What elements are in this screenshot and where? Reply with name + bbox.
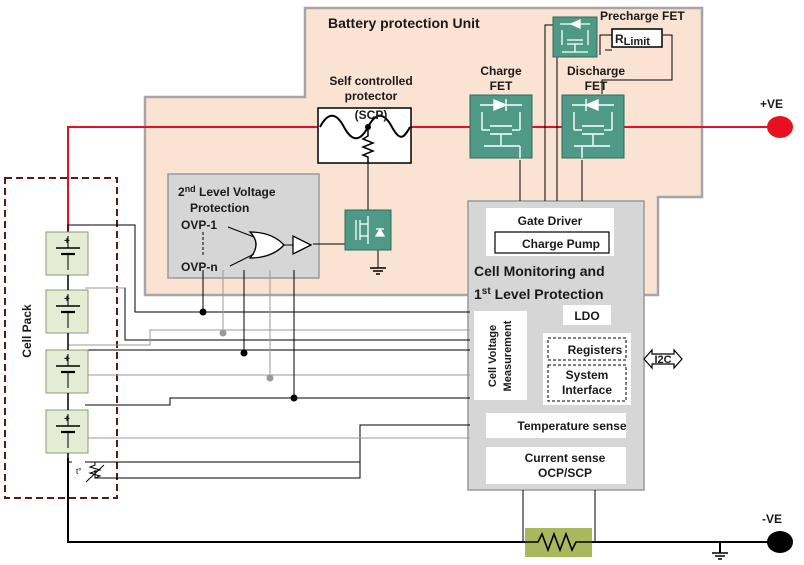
- cell-1: [45, 231, 89, 276]
- i2c-arrow[interactable]: [643, 348, 683, 370]
- monitor-title-line2: 1st Level Protection: [474, 286, 604, 302]
- or-gate: [248, 231, 285, 259]
- ovp-drop-wires-gray: [222, 270, 271, 378]
- sysif-label-line2: Interface: [562, 383, 612, 397]
- current-sense-label-1: Current sense: [525, 451, 606, 465]
- ntc-wiring: [94, 462, 361, 479]
- precharge-fet-symbol: [560, 18, 590, 53]
- scp-label-short: (SCP): [355, 108, 388, 122]
- rlimit-label: RLimit: [615, 32, 650, 48]
- cell-tap-wires-gray: [67, 287, 470, 439]
- ldo-block: [563, 305, 611, 325]
- lvl2-title-line1: 2nd Level Voltage: [178, 184, 276, 199]
- cvm-label-line1: Cell Voltage: [487, 325, 499, 387]
- temp-sense-block: [486, 413, 626, 438]
- monitor-title-line1: Cell Monitoring and: [474, 263, 605, 279]
- cvm-label-line2: Measurement: [502, 320, 514, 391]
- ntc-symbol: t°: [76, 467, 81, 476]
- current-sense-wires: [522, 490, 596, 542]
- scp-label-line2: protector: [345, 89, 398, 103]
- scp-label-line1: Self controlled: [329, 74, 412, 88]
- charge-fet-label-2: FET: [490, 79, 513, 93]
- svg-text:+: +: [64, 294, 70, 305]
- cell-4: [45, 409, 89, 454]
- bpu-title: Battery protection Unit: [328, 15, 480, 31]
- rlimit-resistor: [611, 28, 663, 48]
- sysif-box: [547, 364, 627, 402]
- cell-2: [45, 289, 89, 334]
- buffer: [292, 234, 313, 256]
- cell-plus-signs: + + + +: [64, 236, 70, 425]
- positive-terminal[interactable]: [767, 116, 793, 138]
- current-sense-block: [486, 447, 626, 484]
- current-sense-label-2: OCP/SCP: [538, 466, 592, 480]
- precharge-label: Precharge FET: [600, 9, 685, 23]
- svg-text:+: +: [64, 414, 70, 425]
- scp-fet-symbol: [355, 216, 386, 244]
- i2c-label: I2C: [654, 354, 671, 366]
- registers-label: Registers: [568, 343, 623, 357]
- charge-pump-label: Charge Pump: [522, 237, 600, 251]
- charge-fet-symbol: [480, 98, 522, 158]
- discharge-fet-label-2: FET: [585, 79, 608, 93]
- cell-3: [45, 349, 89, 394]
- negative-terminal-label: -VE: [762, 512, 782, 526]
- ovp1-label: OVP-1: [181, 218, 217, 232]
- charge-fet-label-1: Charge: [480, 64, 522, 78]
- shunt-resistor-symbol: [525, 531, 592, 553]
- discharge-fet-symbol: [572, 98, 614, 158]
- negative-terminal[interactable]: [767, 531, 793, 553]
- scp-node: [365, 124, 371, 130]
- gate-driver-label: Gate Driver: [518, 214, 583, 228]
- ground-symbol: [712, 552, 728, 560]
- ntc-thermistor: [85, 462, 105, 483]
- positive-terminal-label: +VE: [760, 97, 783, 111]
- discharge-fet-label-1: Discharge: [567, 64, 625, 78]
- second-level-protection-box: [167, 173, 320, 279]
- ovp-input-wires: [227, 226, 293, 267]
- cell-pack-label: Cell Pack: [20, 304, 34, 358]
- svg-text:+: +: [64, 236, 70, 247]
- rlimit-subscript: Limit: [624, 36, 651, 48]
- ovp-drop-wires: [202, 270, 295, 398]
- ovpn-label: OVP-n: [181, 260, 218, 274]
- cell-voltage-block: [474, 311, 527, 400]
- sysif-label-line1: System: [566, 368, 609, 382]
- negative-rail: [67, 458, 770, 553]
- cell-pack-frame: [4, 177, 118, 499]
- ground-scp: [370, 267, 386, 275]
- registers-box: [547, 337, 627, 361]
- junction-dots: [199, 308, 298, 402]
- lvl2-title-line2: Protection: [190, 201, 249, 215]
- temp-sense-label: Temperature sense: [517, 419, 626, 433]
- scp-heater-resistor: [360, 130, 376, 163]
- ldo-label: LDO: [574, 309, 599, 323]
- charge-pump-block: [494, 231, 610, 254]
- svg-text:+: +: [64, 354, 70, 365]
